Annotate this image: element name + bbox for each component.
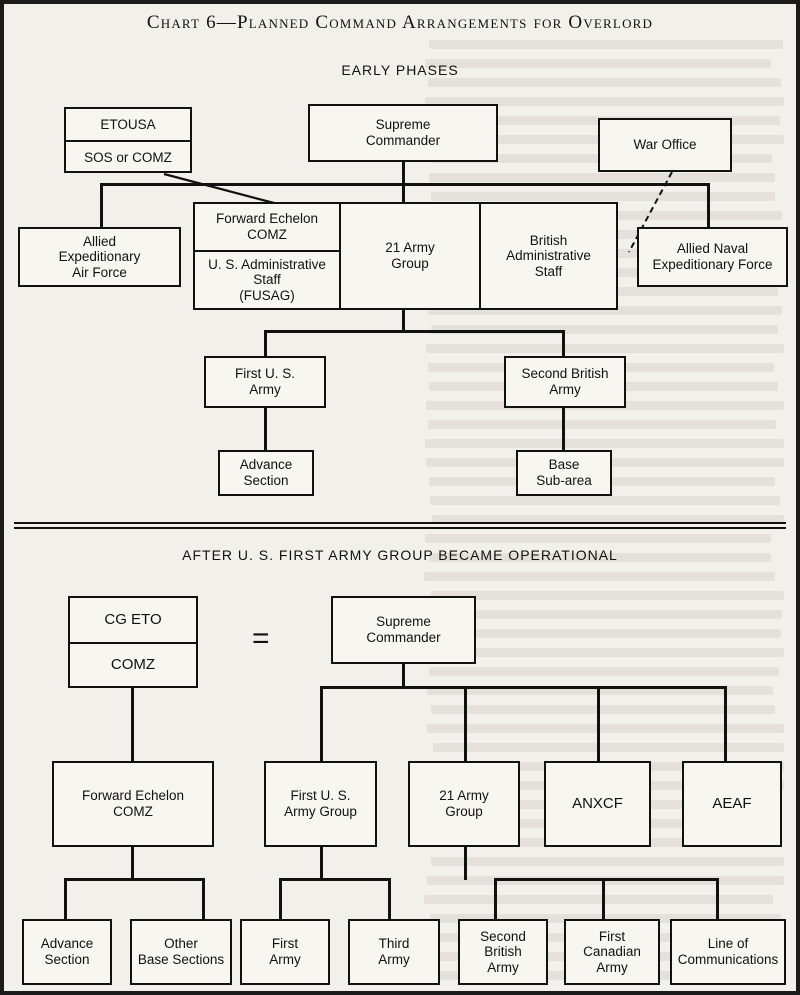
- background-text-line: [430, 591, 784, 600]
- us-administrative-staff-cell: U. S. Administrative Staff (FUSAG): [195, 252, 341, 308]
- section-divider: [14, 522, 786, 524]
- background-text-line: [424, 572, 775, 581]
- connector: [402, 308, 405, 332]
- second-british-army-box-later: Second British Army: [458, 919, 548, 985]
- connector: [264, 407, 267, 451]
- connector: [464, 846, 467, 880]
- allied-expeditionary-air-force-box: Allied Expeditionary Air Force: [18, 227, 181, 287]
- connector: [562, 330, 565, 356]
- aeaf-box: AEAF: [682, 761, 782, 847]
- connector: [320, 846, 323, 880]
- etousa-label: ETOUSA: [66, 109, 190, 142]
- comz-label: COMZ: [110, 656, 156, 674]
- connector: [264, 330, 267, 356]
- first-us-army-group-box: First U. S. Army Group: [264, 761, 377, 847]
- background-text-line: [433, 610, 782, 619]
- line-of-communications-box: Line of Communications: [670, 919, 786, 985]
- connector: [402, 161, 405, 185]
- background-text-line: [427, 420, 777, 429]
- background-text-line: [424, 895, 774, 904]
- connector: [494, 878, 719, 881]
- composite-command-box: Forward Echelon COMZ U. S. Administrativ…: [193, 202, 618, 310]
- connector: [724, 686, 727, 761]
- background-text-line: [430, 857, 784, 866]
- section-divider: [14, 527, 786, 529]
- connector: [602, 878, 605, 920]
- anxcf-box: ANXCF: [544, 761, 651, 847]
- background-text-line: [428, 667, 780, 676]
- connector: [279, 878, 391, 881]
- connector: [100, 183, 103, 228]
- forward-echelon-comz-box-later: Forward Echelon COMZ: [52, 761, 214, 847]
- first-canadian-army-box: First Canadian Army: [564, 919, 660, 985]
- connector: [64, 878, 67, 920]
- allied-naval-expeditionary-force-box: Allied Naval Expeditionary Force: [637, 227, 788, 287]
- background-text-line: [424, 439, 784, 448]
- advance-section-box-later: Advance Section: [22, 919, 112, 985]
- supreme-commander-box: Supreme Commander: [308, 104, 498, 162]
- chart-title: Chart 6—Planned Command Arrangements for…: [146, 12, 654, 33]
- war-office-dashed-line: [628, 171, 673, 253]
- background-text-line: [425, 344, 784, 353]
- third-army-box: Third Army: [348, 919, 440, 985]
- 21-army-group-cell: 21 Army Group: [341, 204, 481, 308]
- first-army-box: First Army: [240, 919, 330, 985]
- war-office-box: War Office: [598, 118, 732, 172]
- sos-comz-label: SOS or COMZ: [84, 149, 172, 165]
- connector: [202, 878, 205, 920]
- connector: [264, 330, 565, 333]
- british-administrative-staff-cell: British Administrative Staff: [506, 232, 591, 279]
- connector: [279, 878, 282, 920]
- chart-page: Chart 6—Planned Command Arrangements for…: [4, 4, 796, 991]
- etousa-to-forward-echelon-line: [163, 172, 275, 205]
- connector: [494, 878, 497, 920]
- connector: [597, 686, 600, 761]
- equals-sign: =: [252, 622, 270, 655]
- cg-eto-comz-box: CG ETO COMZ: [68, 596, 198, 688]
- background-text-line: [425, 534, 771, 543]
- connector: [707, 183, 710, 228]
- connector: [131, 687, 134, 761]
- first-us-army-box: First U. S. Army: [204, 356, 326, 408]
- background-text-line: [432, 743, 784, 752]
- etousa-box: ETOUSA SOS or COMZ: [64, 107, 192, 173]
- connector: [64, 878, 205, 881]
- second-british-army-box: Second British Army: [504, 356, 626, 408]
- 21-army-group-box-later: 21 Army Group: [408, 761, 520, 847]
- connector: [131, 846, 134, 880]
- connector: [464, 686, 467, 761]
- connector: [388, 878, 391, 920]
- background-text-line: [430, 496, 781, 505]
- background-text-line: [428, 629, 781, 638]
- later-phase-heading: AFTER U. S. FIRST ARMY GROUP BECAME OPER…: [182, 547, 618, 563]
- other-base-sections-box: Other Base Sections: [130, 919, 232, 985]
- diagonal-connectors: [163, 171, 673, 253]
- supreme-commander-box-later: Supreme Commander: [331, 596, 476, 664]
- forward-echelon-comz-cell: Forward Echelon COMZ: [195, 204, 341, 252]
- connector: [562, 407, 565, 451]
- connector: [402, 183, 405, 203]
- early-phases-heading: EARLY PHASES: [341, 62, 459, 78]
- background-text-line: [426, 724, 784, 733]
- advance-section-box: Advance Section: [218, 450, 314, 496]
- connector: [320, 686, 323, 761]
- connector: [402, 664, 405, 688]
- background-text-line: [428, 648, 784, 657]
- base-subarea-box: Base Sub-area: [516, 450, 612, 496]
- cg-eto-label: CG ETO: [70, 598, 196, 644]
- connector: [716, 878, 719, 920]
- connector: [320, 686, 727, 689]
